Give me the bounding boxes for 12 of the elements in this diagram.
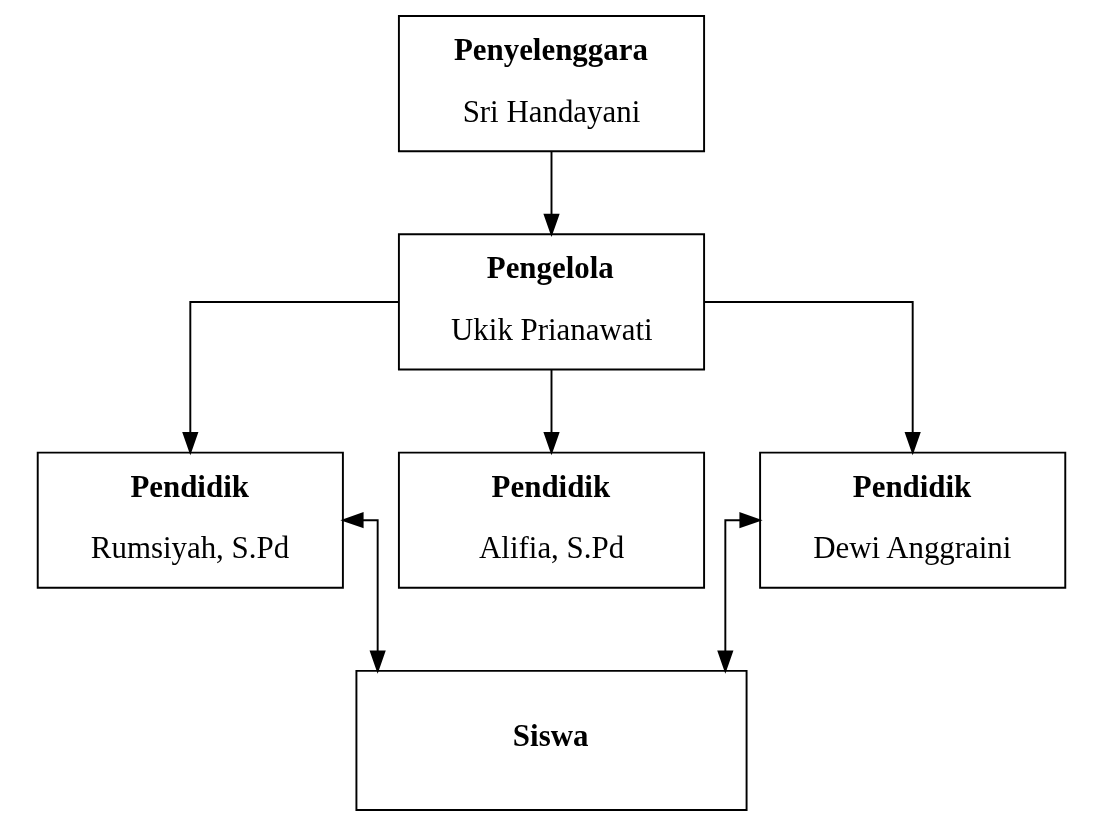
node-box: Pendidik Alifia, S.Pd [397,451,706,589]
arrow [182,300,400,456]
arrow [543,368,560,456]
node-box: Siswa [355,669,748,811]
arrow [543,150,560,238]
node-box: Pendidik Dewi Anggraini [759,451,1067,589]
node-box: Penyelenggara Sri Handayani [397,15,706,153]
arrow [717,512,763,674]
arrow [703,300,921,456]
arrow [340,512,386,674]
node-box: Pengelola Ukik Prianawati [397,233,706,371]
node-box: Pendidik Rumsiyah, S.Pd [36,451,344,589]
